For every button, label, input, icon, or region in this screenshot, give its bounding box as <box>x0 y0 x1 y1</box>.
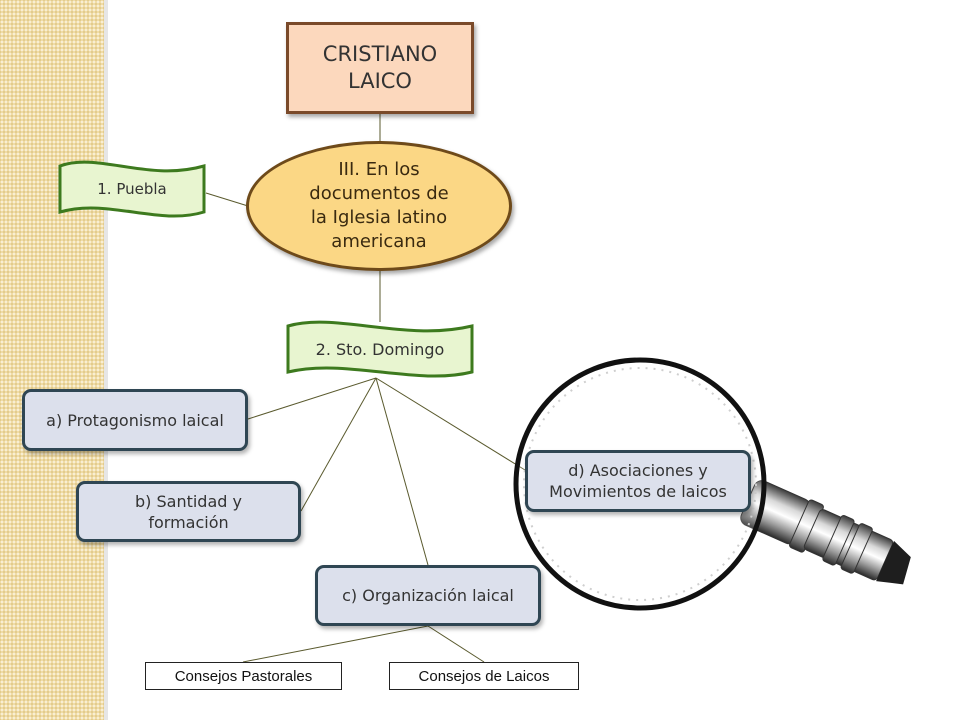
section-line-1: III. En los <box>338 159 420 180</box>
item-d-line-1: d) Asociaciones y <box>568 461 708 480</box>
item-a-label: a) Protagonismo laical <box>46 410 224 430</box>
item-asociaciones: d) Asociaciones y Movimientos de laicos <box>525 450 751 512</box>
item-c-label: c) Organización laical <box>342 586 514 605</box>
decorative-sidebar <box>0 0 104 720</box>
connector-c-pastorales <box>242 625 429 663</box>
root-line-1: CRISTIANO <box>322 42 438 66</box>
banner-sto-domingo-shape <box>286 320 474 378</box>
leaf-consejos-pastorales-label: Consejos Pastorales <box>174 667 313 685</box>
root-node: CRISTIANO LAICO <box>286 22 474 114</box>
section-line-2: documentos de <box>309 183 449 204</box>
sidebar-edge <box>104 0 108 720</box>
banner-puebla-shape <box>58 160 206 218</box>
item-b-line-2: formación <box>148 512 229 532</box>
connector-hub-b <box>300 377 377 512</box>
leaf-consejos-laicos-label: Consejos de Laicos <box>418 667 550 685</box>
item-d-line-2: Movimientos de laicos <box>549 482 727 501</box>
section-node: III. En los documentos de la Iglesia lat… <box>246 141 512 271</box>
banner-puebla-label: 1. Puebla <box>97 180 167 198</box>
item-b-line-1: b) Santidad y <box>135 491 242 511</box>
banner-sto-domingo: 2. Sto. Domingo <box>286 318 474 380</box>
section-line-4: americana <box>331 231 427 252</box>
connector-hub-d <box>375 377 526 471</box>
connector-hub-a <box>247 377 377 420</box>
item-organizacion: c) Organización laical <box>315 565 541 626</box>
banner-puebla: 1. Puebla <box>58 158 206 220</box>
root-line-2: LAICO <box>348 69 412 93</box>
section-line-3: la Iglesia latino <box>310 207 448 228</box>
connector-section-puebla <box>205 192 249 207</box>
connector-c-laicos <box>427 625 485 663</box>
leaf-consejos-laicos: Consejos de Laicos <box>389 662 579 690</box>
connector-hub-c <box>375 377 429 566</box>
item-santidad: b) Santidad y formación <box>76 481 301 542</box>
leaf-consejos-pastorales: Consejos Pastorales <box>145 662 342 690</box>
item-protagonismo: a) Protagonismo laical <box>22 389 248 451</box>
banner-sto-domingo-label: 2. Sto. Domingo <box>315 339 445 359</box>
